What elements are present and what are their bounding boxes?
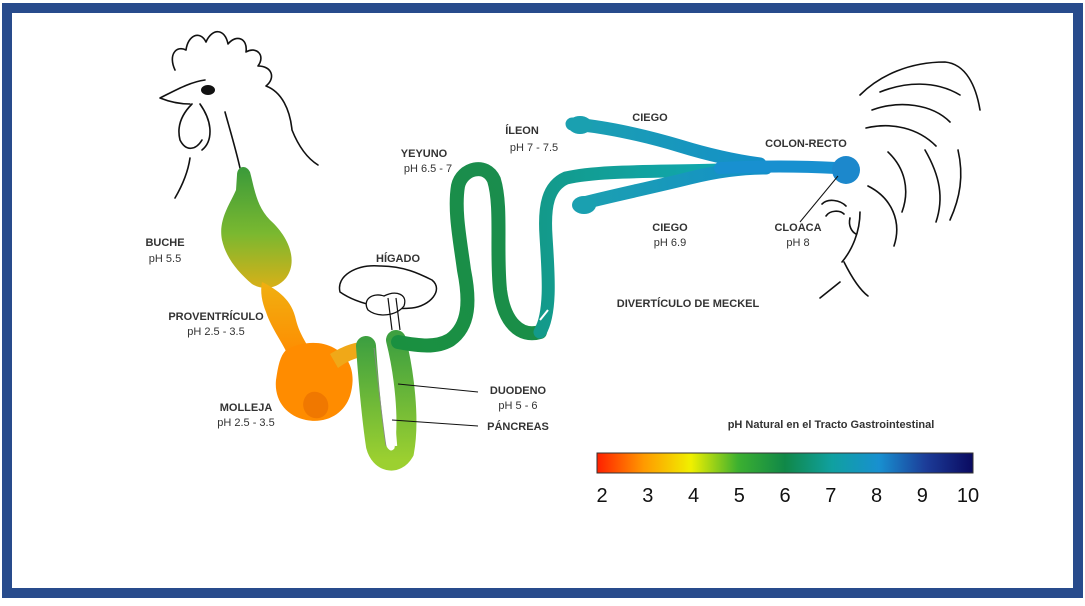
scale-tick-label: 4 — [688, 485, 699, 507]
colon-recto-label: COLON-RECTO — [765, 138, 847, 150]
duodeno-ph: pH 5 - 6 — [498, 400, 537, 412]
yeyuno-ph: pH 6.5 - 7 — [404, 163, 452, 175]
ph-color-scale-bar — [597, 453, 973, 473]
ileon-ph: pH 7 - 7.5 — [510, 142, 558, 154]
proventriculo-ph: pH 2.5 - 3.5 — [187, 326, 244, 338]
cloaca-organ — [832, 156, 860, 184]
scale-tick-label: 7 — [825, 485, 836, 507]
molleja-ph: pH 2.5 - 3.5 — [217, 417, 274, 429]
buche-label: BUCHE — [145, 237, 184, 249]
yeyuno-label: YEYUNO — [401, 148, 448, 160]
scale-tick-label: 9 — [917, 485, 928, 507]
rooster-eye-icon — [201, 85, 215, 95]
scale-tick-label: 3 — [642, 485, 653, 507]
molleja-label: MOLLEJA — [220, 402, 273, 414]
scale-tick-label: 10 — [957, 485, 979, 507]
ciego-bottom-ph: pH 6.9 — [654, 237, 686, 249]
buche-ph: pH 5.5 — [149, 253, 181, 265]
scale-tick-label: 2 — [596, 485, 607, 507]
scale-tick-label: 8 — [871, 485, 882, 507]
ileon-label: ÍLEON — [505, 124, 539, 137]
ciego-top-label: CIEGO — [632, 112, 668, 124]
colon-rectum-organ — [720, 167, 836, 169]
cloaca-label: CLOACA — [774, 222, 821, 234]
cloaca-ph: pH 8 — [786, 237, 809, 249]
scale-tick-label: 5 — [734, 485, 745, 507]
scale-tick-label: 6 — [779, 485, 790, 507]
meckel-label: DIVERTÍCULO DE MECKEL — [617, 297, 760, 310]
ciego-bottom-label: CIEGO — [652, 222, 688, 234]
duodeno-label: DUODENO — [490, 385, 547, 397]
scale-title: pH Natural en el Tracto Gastrointestinal — [728, 419, 935, 431]
cecum-upper-tip — [568, 116, 592, 134]
higado-label: HÍGADO — [376, 252, 420, 265]
pancreas-label: PÁNCREAS — [487, 420, 549, 433]
cecum-lower-tip — [572, 196, 596, 214]
proventriculo-label: PROVENTRÍCULO — [168, 310, 264, 323]
